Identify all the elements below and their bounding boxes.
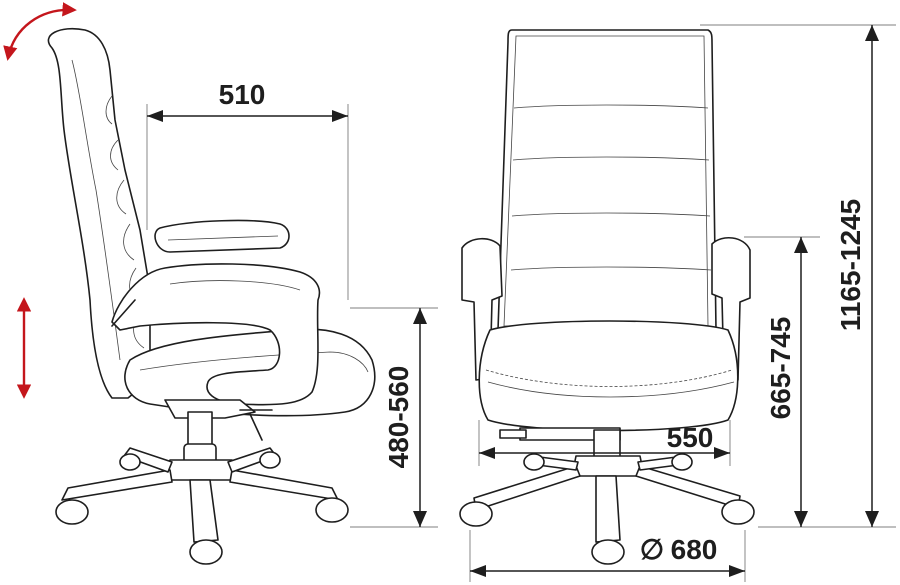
depth-dimension: 510 bbox=[146, 79, 349, 300]
side-base-leg-right bbox=[229, 469, 339, 501]
front-backrest bbox=[497, 29, 717, 331]
armrest-height-label: 665-745 bbox=[765, 317, 796, 420]
diameter-symbol: ∅ bbox=[640, 534, 664, 565]
front-gas-lift bbox=[593, 429, 621, 459]
side-base-leg-front bbox=[189, 479, 219, 543]
side-view-chair bbox=[47, 27, 376, 565]
total-height-dimension: 1165-1245 bbox=[700, 24, 896, 528]
front-view-chair bbox=[459, 29, 755, 565]
front-armrest-left bbox=[461, 237, 503, 381]
front-backrest-stitching bbox=[510, 104, 712, 271]
front-seat bbox=[478, 320, 739, 432]
base-diameter-dimension: ∅ 680 bbox=[469, 530, 746, 582]
depth-label: 510 bbox=[219, 79, 266, 110]
total-height-label: 1165-1245 bbox=[835, 199, 866, 331]
side-armpad-upper bbox=[154, 219, 290, 253]
side-casters bbox=[55, 451, 349, 565]
armrest-height-dimension: 665-745 bbox=[744, 236, 820, 528]
front-base-hub bbox=[571, 455, 645, 477]
seat-height-label: 480-560 bbox=[383, 366, 414, 469]
side-gas-lift bbox=[187, 411, 213, 447]
seat-width-label: 550 bbox=[667, 422, 714, 453]
backrest-tilt-arrow bbox=[3, 2, 77, 61]
side-base-leg-left bbox=[61, 469, 173, 501]
seat-height-dimension: 480-560 bbox=[350, 307, 438, 528]
base-diameter-label: 680 bbox=[671, 534, 718, 565]
seat-width-dimension: 550 bbox=[478, 420, 731, 466]
side-backrest-tufting bbox=[105, 95, 145, 349]
side-armrest bbox=[111, 263, 321, 406]
front-casters bbox=[459, 453, 755, 565]
